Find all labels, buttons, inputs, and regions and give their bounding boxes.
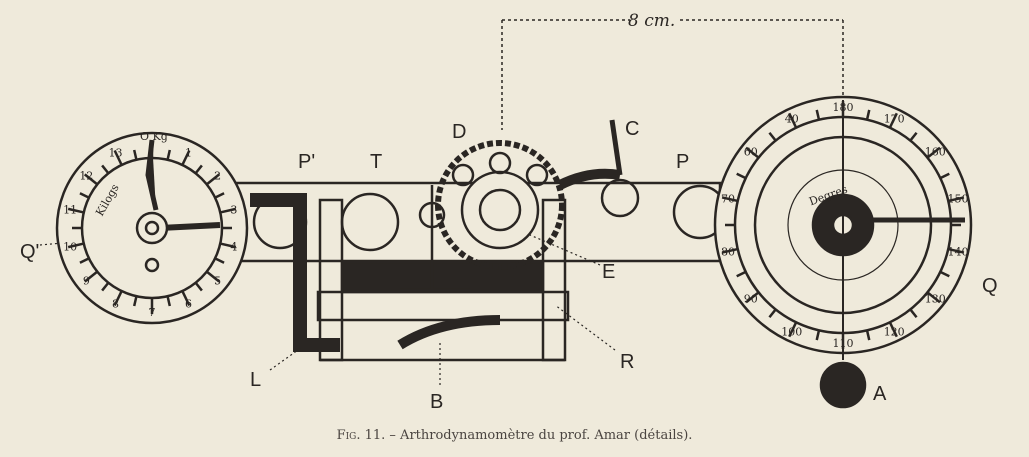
right-dial-number: 100	[781, 325, 802, 338]
right-dial-tick	[736, 172, 747, 180]
left-dial-tick	[113, 290, 123, 307]
right-dial-tick	[909, 308, 918, 319]
right-dial-tick	[788, 112, 798, 129]
right-dial-tick	[736, 270, 747, 278]
left-dial-number: 6	[185, 298, 192, 311]
left-dial-tick	[166, 295, 172, 307]
label-q: Q	[982, 275, 998, 297]
right-dial-number: 130	[925, 293, 946, 306]
left-dial-tick	[101, 164, 110, 175]
left-dial-tick	[205, 270, 221, 283]
left-dial-number: 13	[109, 146, 123, 159]
right-dial-tick	[815, 330, 821, 341]
left-dial-number: 5	[214, 274, 221, 287]
label-e: E	[602, 261, 615, 283]
right-dial-tick	[926, 291, 941, 304]
figure-number: Fig. 11.	[336, 428, 386, 443]
right-dial-number: 110	[833, 337, 854, 350]
right-dial-tick	[909, 131, 918, 142]
right-dial-number: 90	[744, 293, 758, 306]
left-dial-tick	[79, 192, 90, 199]
label-q-prime: Q'	[20, 241, 39, 263]
label-a: A	[873, 383, 887, 405]
right-dial-tick	[948, 196, 965, 203]
right-dial-tick	[939, 270, 950, 278]
right-dial-tick	[888, 112, 898, 129]
label-t: T	[370, 151, 382, 173]
left-dial-unit: O Kg	[140, 130, 168, 143]
right-dial-number: 150	[948, 193, 969, 206]
right-dial-degres	[713, 95, 973, 409]
figure-caption: Fig. 11. – Arthrodynamomètre du prof. Am…	[0, 428, 1029, 443]
left-dial-number: 8	[112, 298, 119, 311]
caption-text: – Arthrodynamomètre du prof. Amar (détai…	[385, 428, 693, 443]
left-dial-tick	[67, 242, 85, 249]
right-dial-tick	[948, 247, 965, 254]
left-dial-tick	[166, 149, 172, 161]
right-dial-number: 80	[721, 245, 735, 258]
left-dial-number: 7	[149, 306, 156, 319]
dimension-label: 8 cm.	[628, 11, 675, 31]
left-dial-tick	[219, 207, 237, 214]
left-dial-tick	[83, 270, 99, 283]
left-dial-number: 3	[230, 203, 237, 216]
left-dial-tick	[101, 281, 110, 292]
right-dial-number: 120	[884, 325, 905, 338]
left-dial-tick	[194, 164, 203, 175]
right-dial-tick	[721, 196, 738, 203]
right-dial-tick	[888, 321, 898, 338]
right-dial-tick	[721, 247, 738, 254]
left-dial-tick	[205, 173, 221, 186]
left-dial-tick	[132, 295, 138, 307]
right-dial-number: 180	[833, 101, 854, 114]
left-dial-tick	[194, 281, 203, 292]
left-dial-tick	[67, 207, 85, 214]
right-dial-tick	[815, 109, 821, 120]
right-dial-number: 170	[884, 113, 905, 126]
left-dial-tick	[132, 149, 138, 161]
label-p: P	[676, 151, 689, 173]
left-dial-number: 1	[185, 146, 192, 159]
dimension-line	[501, 19, 844, 130]
left-dial-number: 9	[83, 274, 90, 287]
left-dial-tick	[79, 257, 90, 264]
left-dial-number: 12	[79, 170, 93, 183]
right-dial-tick	[788, 321, 798, 338]
left-dial-tick	[113, 149, 123, 166]
right-dial-tick	[865, 109, 871, 120]
left-dial-number: 10	[63, 241, 77, 254]
left-dial-tick	[181, 149, 191, 166]
right-dial-number: 40	[785, 113, 799, 126]
label-r: R	[620, 351, 634, 373]
label-c: C	[625, 118, 639, 140]
right-dial-tick	[939, 172, 950, 180]
right-dial-number: 140	[948, 245, 969, 258]
left-dial-tick	[214, 192, 225, 199]
left-dial-tick	[219, 242, 237, 249]
weight-a	[819, 361, 867, 409]
right-dial-tick	[926, 146, 941, 159]
right-dial-tick	[745, 291, 760, 304]
left-dial-number: 11	[63, 203, 77, 216]
left-dial-kilogs	[55, 131, 249, 325]
left-dial-tick	[83, 173, 99, 186]
right-dial-tick	[865, 330, 871, 341]
right-dial-tick	[768, 131, 777, 142]
label-p-prime: P'	[298, 151, 315, 173]
left-dial-number: 2	[214, 170, 221, 183]
left-dial-tick	[214, 257, 225, 264]
label-l: L	[250, 369, 261, 391]
right-dial-number: 60	[744, 145, 758, 158]
label-d: D	[452, 121, 466, 143]
left-dial-number: 4	[230, 241, 237, 254]
right-dial-tick	[768, 308, 777, 319]
label-b: B	[430, 391, 443, 413]
left-dial-tick	[181, 290, 191, 307]
right-dial-number: 70	[721, 193, 735, 206]
right-dial-tick	[745, 146, 760, 159]
right-dial-number: 160	[925, 145, 946, 158]
